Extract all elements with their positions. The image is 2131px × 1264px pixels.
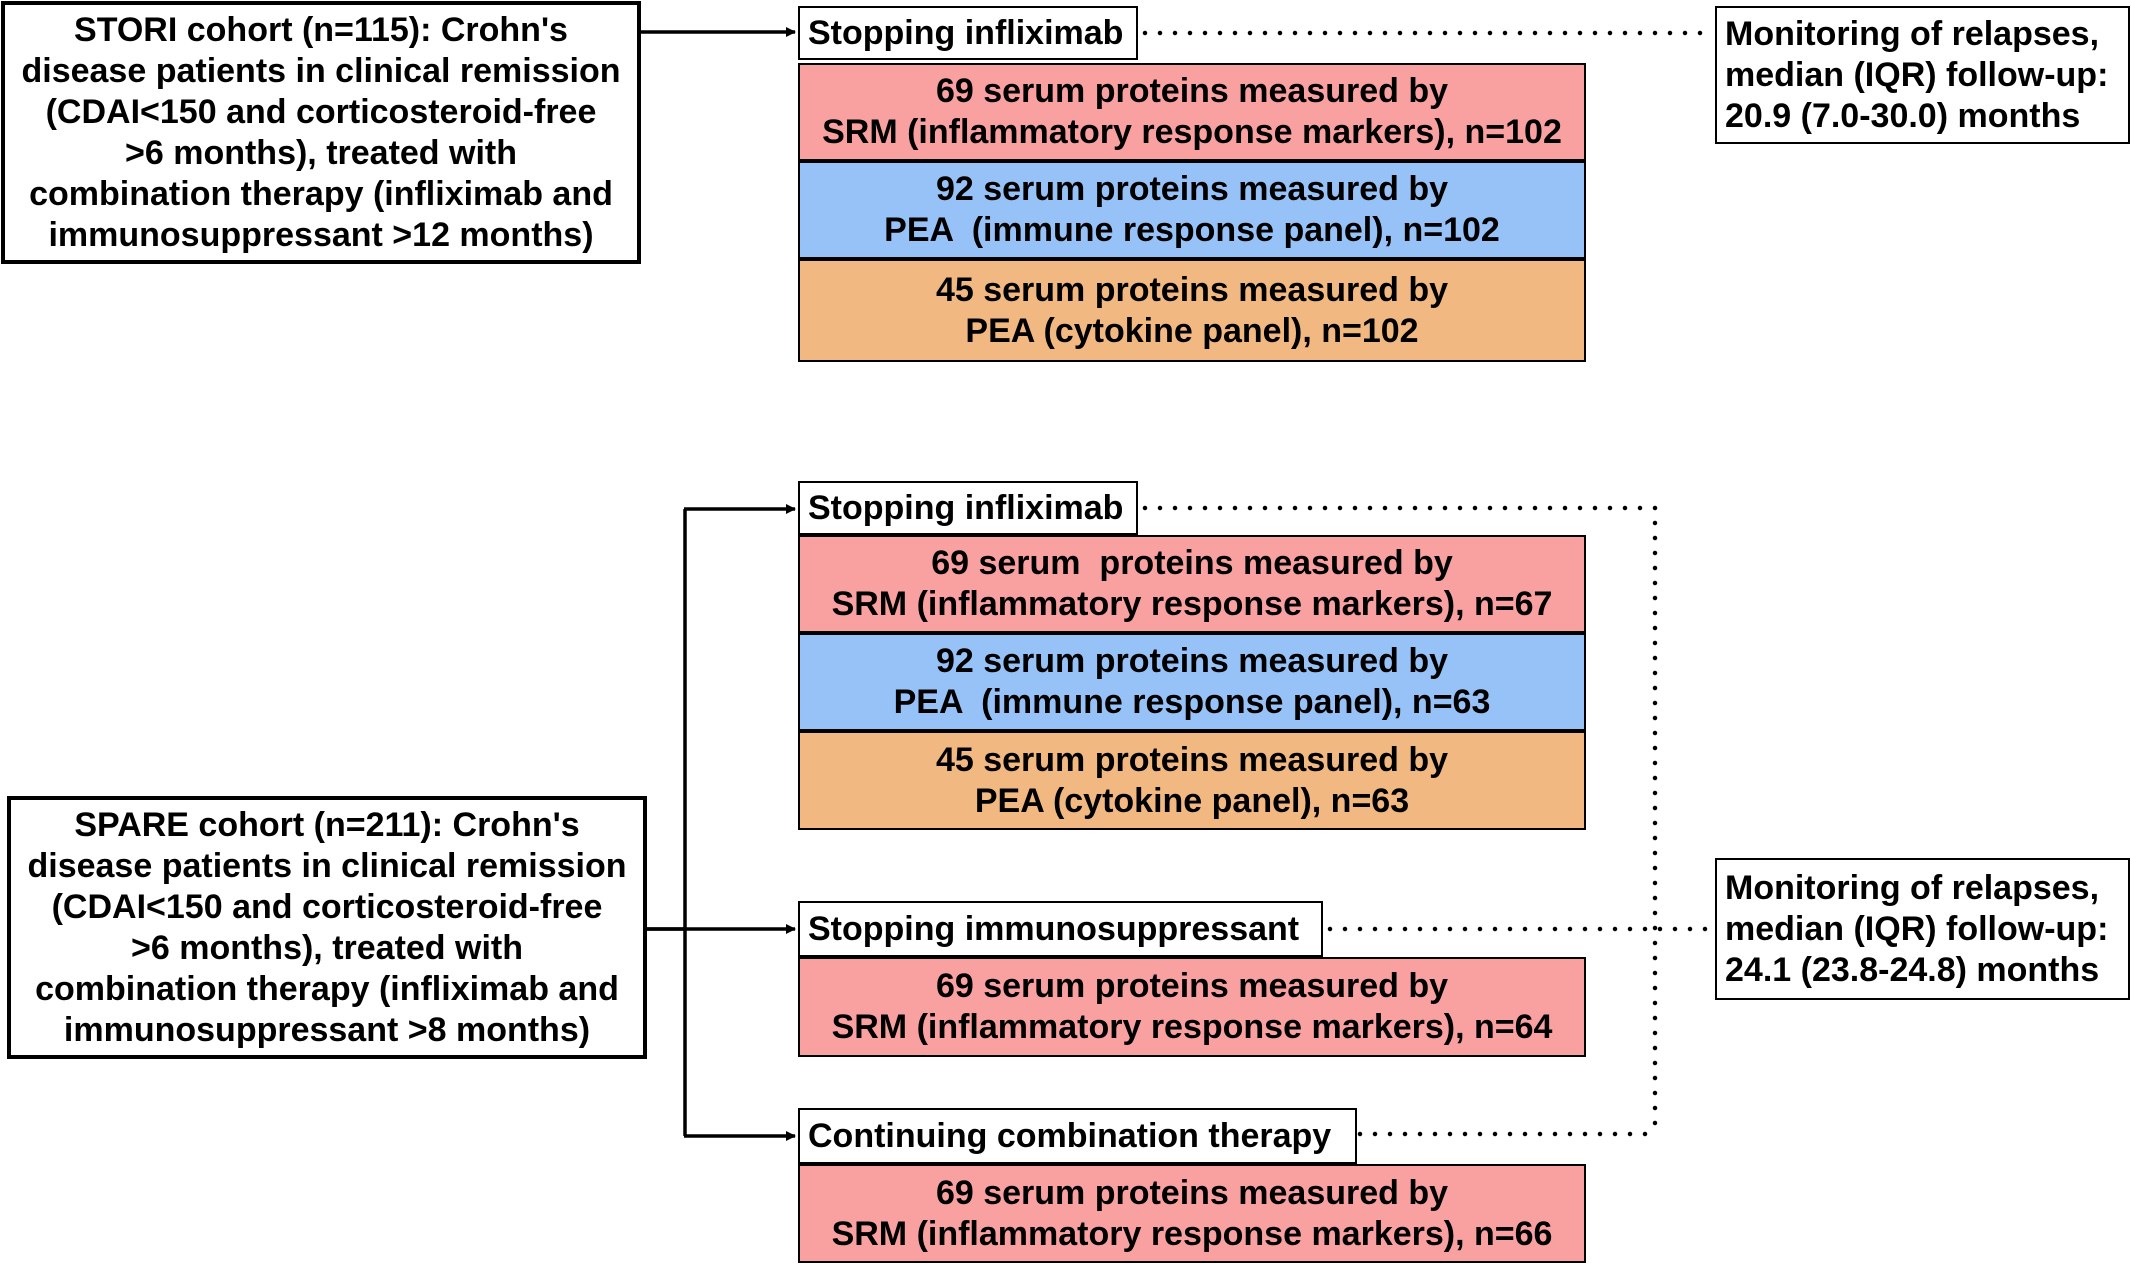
stori-cohort-line: (CDAI<150 and corticosteroid-free <box>45 92 597 131</box>
stori-panel-srm: 69 serum proteins measured by SRM (infla… <box>798 63 1586 161</box>
panel-line: PEA (cytokine panel), n=63 <box>974 781 1410 820</box>
panel-line: 69 serum proteins measured by <box>935 1173 1449 1212</box>
panel-line: PEA (cytokine panel), n=102 <box>965 311 1419 350</box>
stori-panel-pea-immune: 92 serum proteins measured by PEA (immun… <box>798 161 1586 259</box>
panel-line: SRM (inflammatory response markers), n=1… <box>822 113 1562 151</box>
panel-line: 45 serum proteins measured by <box>935 740 1449 779</box>
spare-panel-pea-cytokine: 45 serum proteins measured by PEA (cytok… <box>798 731 1586 830</box>
monitoring-line: median (IQR) follow-up: <box>1725 55 2109 94</box>
panel-line: 69 serum proteins measured by <box>935 72 1449 110</box>
spare-arm-label-continuing: Continuing combination therapy <box>798 1108 1357 1164</box>
stori-cohort-line: immunosuppressant >12 months) <box>48 215 594 254</box>
spare-panel-srm-immunosuppressant: 69 serum proteins measured by SRM (infla… <box>798 957 1586 1057</box>
monitoring-line: median (IQR) follow-up: <box>1725 909 2109 948</box>
spare-panel-srm-continuing: 69 serum proteins measured by SRM (infla… <box>798 1164 1586 1263</box>
panel-line: SRM (inflammatory response markers), n=6… <box>831 1008 1553 1046</box>
panel-line: 92 serum proteins measured by <box>935 642 1449 680</box>
spare-cohort-line: immunosuppressant >8 months) <box>63 1010 591 1049</box>
panel-line: PEA (immune response panel), n=102 <box>884 211 1500 249</box>
spare-monitoring-box: Monitoring of relapses, median (IQR) fol… <box>1715 858 2130 1000</box>
stori-cohort-line: STORI cohort (n=115): Crohn's <box>74 10 568 49</box>
panel-line: 69 serum proteins measured by <box>935 967 1449 1005</box>
spare-cohort-line: combination therapy (infliximab and <box>35 969 619 1008</box>
panel-line: SRM (inflammatory response markers), n=6… <box>831 585 1553 623</box>
panel-line: SRM (inflammatory response markers), n=6… <box>831 1214 1553 1253</box>
spare-trunk <box>646 509 687 1136</box>
spare-cohort-line: >6 months), treated with <box>131 928 523 967</box>
stori-monitoring-box: Monitoring of relapses, median (IQR) fol… <box>1715 6 2130 144</box>
stori-cohort-line: disease patients in clinical remission <box>21 51 621 90</box>
spare-cohort-line: disease patients in clinical remission <box>27 846 627 885</box>
stori-arm-label: Stopping infliximab <box>798 6 1138 60</box>
panel-line: 92 serum proteins measured by <box>935 170 1449 208</box>
monitoring-line: Monitoring of relapses, <box>1725 868 2100 907</box>
spare-panel-pea-immune: 92 serum proteins measured by PEA (immun… <box>798 633 1586 731</box>
monitoring-line: 20.9 (7.0-30.0) months <box>1725 96 2081 135</box>
stori-cohort-line: >6 months), treated with <box>125 133 517 172</box>
stori-cohort-line: combination therapy (infliximab and <box>29 174 613 213</box>
stori-cohort-box: STORI cohort (n=115): Crohn's disease pa… <box>1 1 641 264</box>
spare-cohort-line: (CDAI<150 and corticosteroid-free <box>51 887 603 926</box>
panel-line: 69 serum proteins measured by <box>931 544 1453 582</box>
spare-arm-label-immunosuppressant: Stopping immunosuppressant <box>798 901 1323 957</box>
spare-arm-label-infliximab: Stopping infliximab <box>798 481 1138 535</box>
monitoring-line: Monitoring of relapses, <box>1725 14 2100 53</box>
spare-cohort-line: SPARE cohort (n=211): Crohn's <box>74 805 580 844</box>
panel-line: 45 serum proteins measured by <box>935 270 1449 309</box>
spare-cohort-box: SPARE cohort (n=211): Crohn's disease pa… <box>7 796 647 1059</box>
spare-panel-srm: 69 serum proteins measured by SRM (infla… <box>798 535 1586 633</box>
stori-panel-pea-cytokine: 45 serum proteins measured by PEA (cytok… <box>798 259 1586 362</box>
monitoring-line: 24.1 (23.8-24.8) months <box>1725 950 2100 989</box>
panel-line: PEA (immune response panel), n=63 <box>893 683 1491 721</box>
